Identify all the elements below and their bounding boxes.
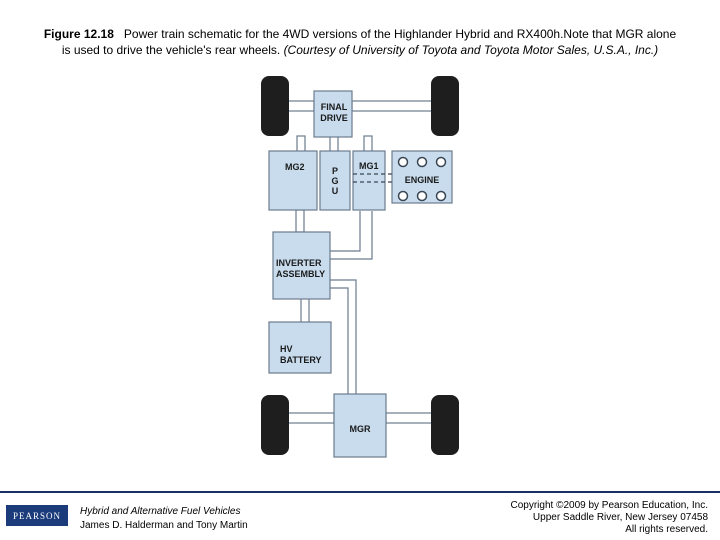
battery-box xyxy=(268,321,332,374)
copyright-notice: Copyright ©2009 by Pearson Education, In… xyxy=(448,500,709,536)
caption-line1: Power train schematic for the 4WD versio… xyxy=(123,27,677,41)
wheels xyxy=(261,76,459,455)
pgu-box xyxy=(319,150,351,211)
front-axle xyxy=(287,100,433,112)
book-authors: James D. Halderman and Tony Martin xyxy=(80,520,248,531)
copyright-line: Copyright ©2009 by Pearson Education, In… xyxy=(510,500,709,511)
inverter-box xyxy=(272,231,331,300)
mg1-label: MG1 xyxy=(359,161,379,171)
caption-credit: (Courtesy of University of Toyota and To… xyxy=(283,43,659,57)
mg2-label: MG2 xyxy=(285,162,305,172)
book-title: Hybrid and Alternative Fuel Vehicles xyxy=(80,506,241,517)
final-drive-box xyxy=(313,90,353,138)
footer-rule xyxy=(0,491,720,493)
figure-label: Figure 12.18 xyxy=(43,27,114,41)
wheel-front-right xyxy=(431,76,459,136)
pearson-logo: PEARSON xyxy=(6,505,68,526)
figure-caption: Figure 12.18 Power train schematic for t… xyxy=(0,26,720,58)
copyright-line: All rights reserved. xyxy=(625,524,708,535)
pearson-logo-text: PEARSON xyxy=(12,510,61,521)
wheel-rear-right xyxy=(431,395,459,455)
mgr-label: MGR xyxy=(350,424,371,434)
wheel-front-left xyxy=(261,76,289,136)
copyright-line: Upper Saddle River, New Jersey 07458 xyxy=(532,512,708,523)
mg1-box xyxy=(352,150,386,211)
engine-cylinders xyxy=(397,156,447,202)
engine-label: ENGINE xyxy=(405,175,440,185)
caption-line2: is used to drive the vehicle's rear whee… xyxy=(61,43,281,57)
mgr-box xyxy=(333,393,387,458)
mg2-box xyxy=(268,150,318,211)
wiring xyxy=(300,211,373,394)
wheel-rear-left xyxy=(261,395,289,455)
book-info: Hybrid and Alternative Fuel Vehicles Jam… xyxy=(80,505,248,533)
